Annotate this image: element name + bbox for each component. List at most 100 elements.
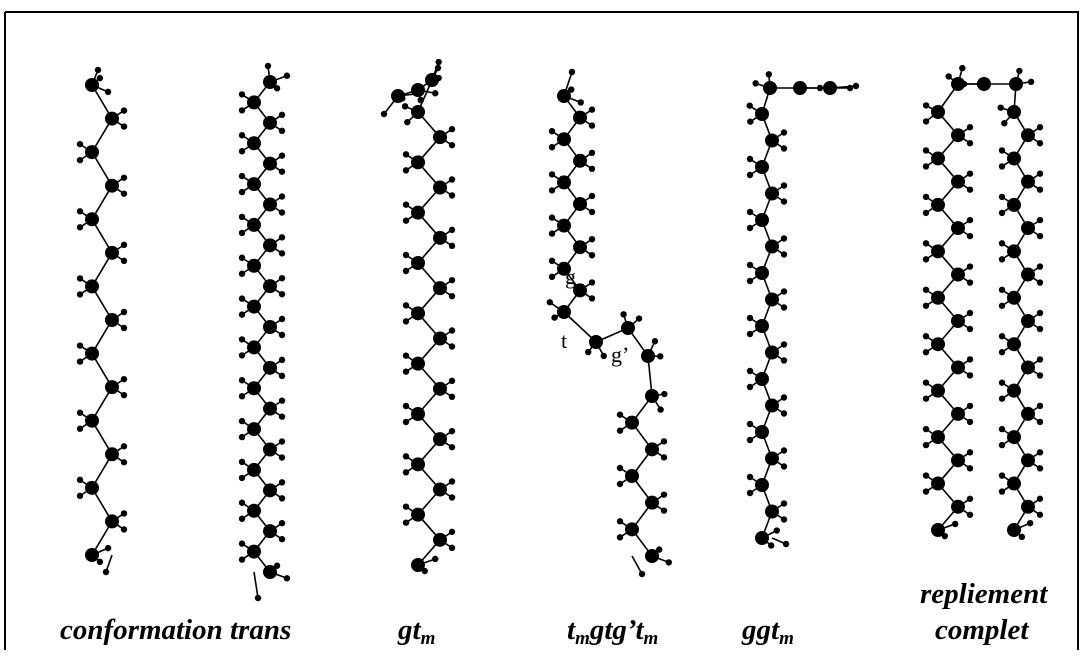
hydrogen-atom	[1036, 309, 1044, 317]
hydrogen-atom	[780, 182, 788, 189]
ch-bond	[383, 95, 399, 115]
hydrogen-atom	[660, 507, 668, 514]
hydrogen-atom	[588, 236, 596, 243]
carbon-atom	[263, 360, 277, 375]
hydrogen-atom	[780, 235, 788, 242]
hydrogen-atom	[76, 275, 84, 282]
hydrogen-atom	[238, 540, 246, 547]
hydrogen-atom	[448, 242, 456, 250]
carbon-atom	[247, 381, 261, 396]
hydrogen-atom	[960, 80, 968, 88]
carbon-atom	[951, 453, 965, 468]
hydrogen-atom	[238, 499, 246, 506]
carbon-atom	[263, 401, 277, 416]
carbon-atom	[573, 197, 587, 211]
hydrogen-atom	[238, 556, 246, 563]
hydrogen-atom	[402, 519, 410, 526]
hydrogen-atom	[278, 413, 286, 420]
hydrogen-atom	[780, 341, 788, 348]
hydrogen-atom	[120, 324, 128, 332]
hydrogen-atom	[120, 526, 128, 533]
hydrogen-atom	[238, 172, 246, 180]
carbon-atom	[931, 105, 945, 119]
hydrogen-atom	[278, 397, 286, 404]
hydrogen-atom	[278, 152, 286, 159]
carbon-atom	[951, 499, 965, 514]
hydrogen-atom	[1036, 279, 1044, 286]
ch-bond	[829, 85, 857, 89]
hydrogen-atom	[76, 342, 84, 349]
hydrogen-atom	[966, 263, 974, 270]
hydrogen-atom	[966, 402, 974, 410]
hydrogen-atom	[76, 492, 84, 500]
caption-conformation-trans: conformation trans	[60, 614, 291, 647]
carbon-atom	[411, 558, 425, 572]
hydrogen-atom	[1036, 216, 1044, 224]
hydrogen-atom	[780, 410, 788, 417]
carbon-atom	[557, 305, 571, 319]
carbon-atom	[1007, 337, 1021, 352]
caption-tmgtg-subscript-2: m	[643, 628, 659, 649]
hydrogen-atom	[1036, 511, 1044, 518]
hydrogen-atom	[998, 425, 1006, 433]
hydrogen-atom	[548, 171, 556, 178]
hydrogen-atom	[238, 433, 246, 441]
caption-repliement-text: repliement	[920, 578, 1048, 610]
hydrogen-atom	[746, 208, 754, 216]
hydrogen-atom	[1036, 263, 1044, 270]
carbon-atom	[411, 155, 425, 170]
carbon-atom	[411, 507, 425, 522]
caption-complet: complet	[935, 614, 1028, 647]
hydrogen-atom	[1036, 418, 1044, 426]
hydrogen-atom	[76, 224, 84, 231]
carbon-atom	[433, 532, 447, 547]
hydrogen-atom	[402, 503, 410, 510]
carbon-atom	[247, 299, 261, 314]
hydrogen-atom	[922, 379, 930, 386]
hydrogen-atom	[120, 391, 128, 399]
hydrogen-atom	[922, 286, 930, 293]
carbon-atom	[573, 283, 587, 298]
hydrogen-atom	[76, 291, 84, 298]
hydrogen-atom	[402, 217, 410, 224]
carbon-atom	[755, 266, 769, 280]
hydrogen-atom	[922, 209, 930, 217]
hydrogen-atom	[780, 198, 788, 205]
hydrogen-atom	[278, 315, 286, 323]
carbon-atom	[247, 136, 261, 151]
hydrogen-atom	[998, 147, 1006, 154]
caption-tmgtg-text-2: gtg’t	[589, 614, 644, 646]
hydrogen-atom	[278, 479, 286, 486]
hydrogen-atom	[96, 74, 104, 82]
hydrogen-atom	[1018, 533, 1026, 541]
hydrogen-atom	[998, 379, 1006, 386]
carbon-atom	[85, 413, 99, 428]
hydrogen-atom	[616, 411, 624, 418]
carbon-atom	[85, 145, 99, 160]
hydrogen-atom	[945, 73, 952, 80]
hydrogen-atom	[278, 111, 286, 119]
hydrogen-atom	[102, 568, 110, 576]
hydrogen-atom	[635, 315, 643, 322]
hydrogen-atom	[922, 147, 930, 154]
carbon-atom	[263, 197, 277, 212]
hydrogen-atom	[402, 251, 410, 259]
carbon-atom	[85, 279, 99, 294]
carbon-atom	[263, 320, 277, 334]
hydrogen-atom	[998, 488, 1006, 495]
carbon-atom	[765, 292, 779, 307]
hydrogen-atom	[780, 357, 788, 364]
hydrogen-atom	[435, 58, 442, 66]
hydrogen-atom	[616, 518, 624, 525]
carbon-atom	[755, 160, 769, 174]
carbon-atom	[931, 151, 945, 166]
hydrogen-atom	[746, 171, 754, 179]
carbon-atom	[557, 132, 571, 147]
hydrogen-atom	[588, 192, 596, 200]
hydrogen-atom	[264, 62, 272, 70]
carbon-atom	[105, 380, 119, 395]
carbon-atom	[1007, 105, 1021, 119]
hydrogen-atom	[548, 257, 556, 264]
carbon-atom	[1021, 221, 1035, 236]
